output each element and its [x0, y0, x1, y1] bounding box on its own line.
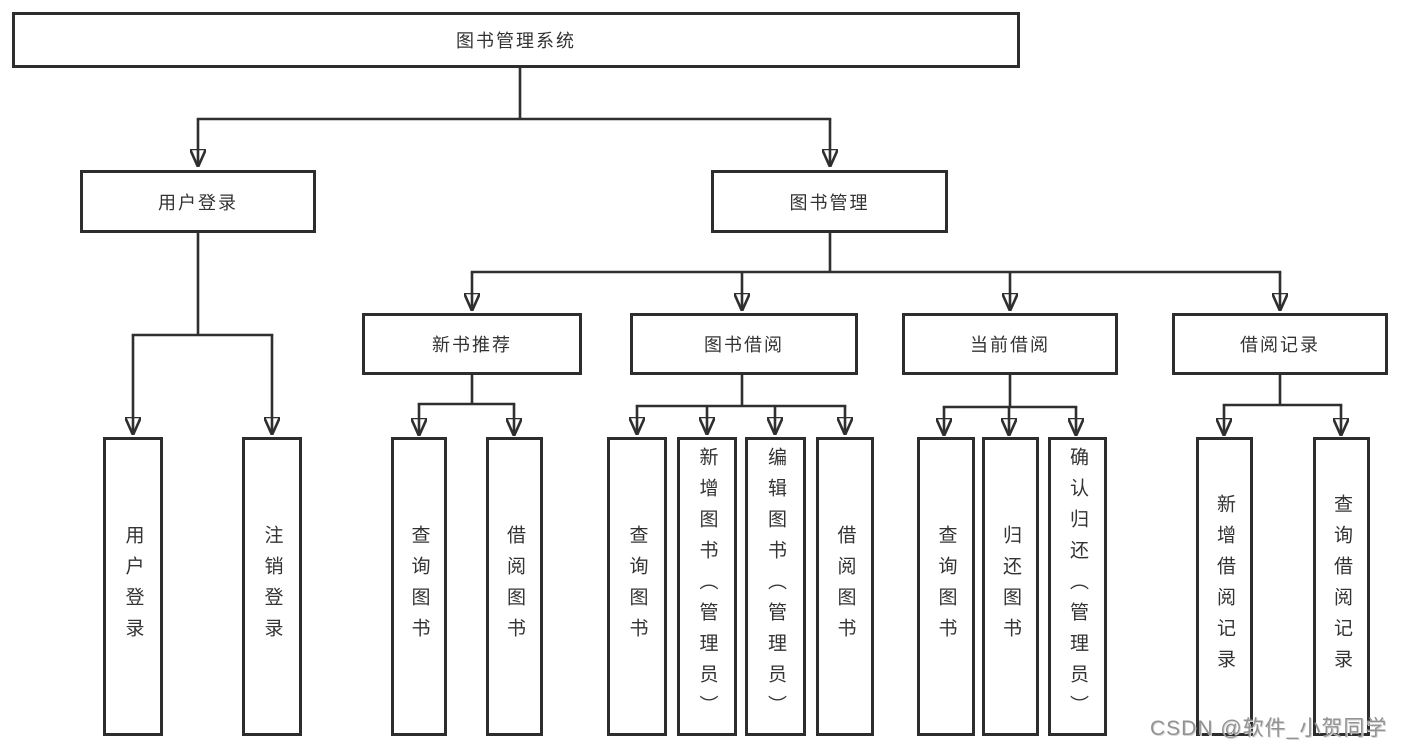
leaf-add-borrow-record: 新增借阅记录: [1196, 437, 1253, 736]
leaf-query-books-borrow: 查询图书: [607, 437, 667, 736]
leaf-edit-books-admin: 编辑图书（管理员）: [745, 437, 806, 736]
connector-current-borrow-leaves: [944, 373, 1076, 435]
node-book-mgmt: 图书管理: [711, 170, 948, 233]
connector-new-book-recommend-leaves: [419, 373, 514, 435]
leaf-query-borrow-record: 查询借阅记录: [1313, 437, 1370, 736]
node-borrow-records: 借阅记录: [1172, 313, 1388, 375]
node-new-book-recommend: 新书推荐: [362, 313, 582, 375]
connector-book-mgmt-to-level3: [472, 231, 1280, 310]
leaf-query-books-recommend: 查询图书: [391, 437, 447, 736]
node-current-borrow: 当前借阅: [902, 313, 1118, 375]
leaf-logout: 注销登录: [242, 437, 302, 736]
leaf-borrow-books: 借阅图书: [816, 437, 874, 736]
leaf-confirm-return-admin: 确认归还（管理员）: [1048, 437, 1107, 736]
node-user-login: 用户登录: [80, 170, 316, 233]
leaf-user-login: 用户登录: [103, 437, 163, 736]
leaf-add-books-admin: 新增图书（管理员）: [677, 437, 737, 736]
connector-user-login-leaves: [133, 231, 272, 434]
leaf-borrow-books-recommend: 借阅图书: [486, 437, 543, 736]
leaf-query-books-current: 查询图书: [917, 437, 975, 736]
node-root-library-system: 图书管理系统: [12, 12, 1020, 68]
csdn-watermark: CSDN @软件_小贺同学: [1150, 717, 1388, 740]
leaf-return-books: 归还图书: [982, 437, 1039, 736]
connector-book-borrow-leaves: [637, 373, 845, 434]
node-book-borrow: 图书借阅: [630, 313, 858, 375]
connector-borrow-records-leaves: [1224, 373, 1341, 435]
connector-root-to-level2: [198, 66, 830, 166]
